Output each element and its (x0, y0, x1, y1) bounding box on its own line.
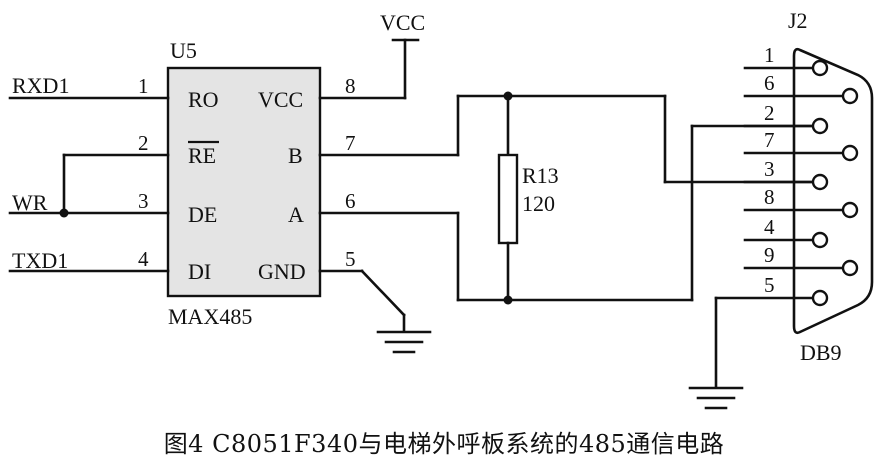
pin-number-1: 1 (138, 74, 149, 98)
pin-number-7: 7 (345, 131, 356, 155)
pin-name-di: DI (188, 259, 211, 284)
connector-ref-label: J2 (788, 8, 808, 33)
db9-pin7-hole (841, 144, 859, 162)
net-label-rxd1: RXD1 (12, 73, 69, 98)
figure-caption: 图4 C8051F340与电梯外呼板系统的485通信电路 (163, 430, 725, 458)
pin-number-6: 6 (345, 189, 356, 213)
pin-name-gnd: GND (258, 259, 306, 284)
pin-number-5: 5 (345, 247, 356, 271)
db9-connector-shell (792, 47, 874, 335)
db9-pin-number-2: 2 (764, 101, 775, 125)
db9-pin9-hole (841, 259, 859, 277)
pin-name-ro: RO (188, 87, 219, 112)
junction-wr (59, 208, 69, 218)
pin-name-de: DE (188, 202, 217, 227)
db9-pin1-hole (811, 59, 829, 77)
junction-r13-top (503, 91, 513, 101)
pin-number-4: 4 (138, 247, 149, 271)
pin-name-b: B (288, 143, 303, 168)
db9-pin-number-7: 7 (764, 128, 775, 152)
resistor-ref-label: R13 (522, 163, 559, 188)
pin-number-8: 8 (345, 74, 356, 98)
db9-pin-number-3: 3 (764, 157, 775, 181)
pin-name-re: RE (188, 143, 216, 168)
db9-pin3-hole (811, 173, 829, 191)
vcc-power-label: VCC (380, 10, 425, 35)
db9-pin-number-5: 5 (764, 273, 775, 297)
junction-r13-bottom (503, 295, 513, 305)
pin-name-a: A (288, 202, 304, 227)
pin-name-vcc: VCC (258, 87, 303, 112)
db9-pin-number-6: 6 (764, 71, 775, 95)
db9-pin-number-1: 1 (764, 43, 775, 67)
resistor-value-label: 120 (522, 191, 555, 216)
pin-number-2: 2 (138, 131, 149, 155)
db9-pin8-hole (841, 201, 859, 219)
pin-number-3: 3 (138, 189, 149, 213)
db9-pin-number-8: 8 (764, 185, 775, 209)
db9-pin2-hole (811, 117, 829, 135)
db9-pin-number-4: 4 (764, 215, 775, 239)
db9-pin-number-9: 9 (764, 243, 775, 267)
db9-pin6-hole (841, 87, 859, 105)
resistor-r13-body (497, 153, 519, 245)
db9-pin5-hole (811, 289, 829, 307)
max485-chip-body (166, 66, 322, 298)
chip-part-label: MAX485 (168, 304, 252, 329)
chip-ref-label: U5 (170, 38, 197, 63)
db9-pin4-hole (811, 231, 829, 249)
net-label-wr: WR (12, 190, 48, 215)
net-label-txd1: TXD1 (12, 248, 68, 273)
connector-part-label: DB9 (800, 340, 842, 365)
wire-gnd-diag (360, 269, 406, 317)
